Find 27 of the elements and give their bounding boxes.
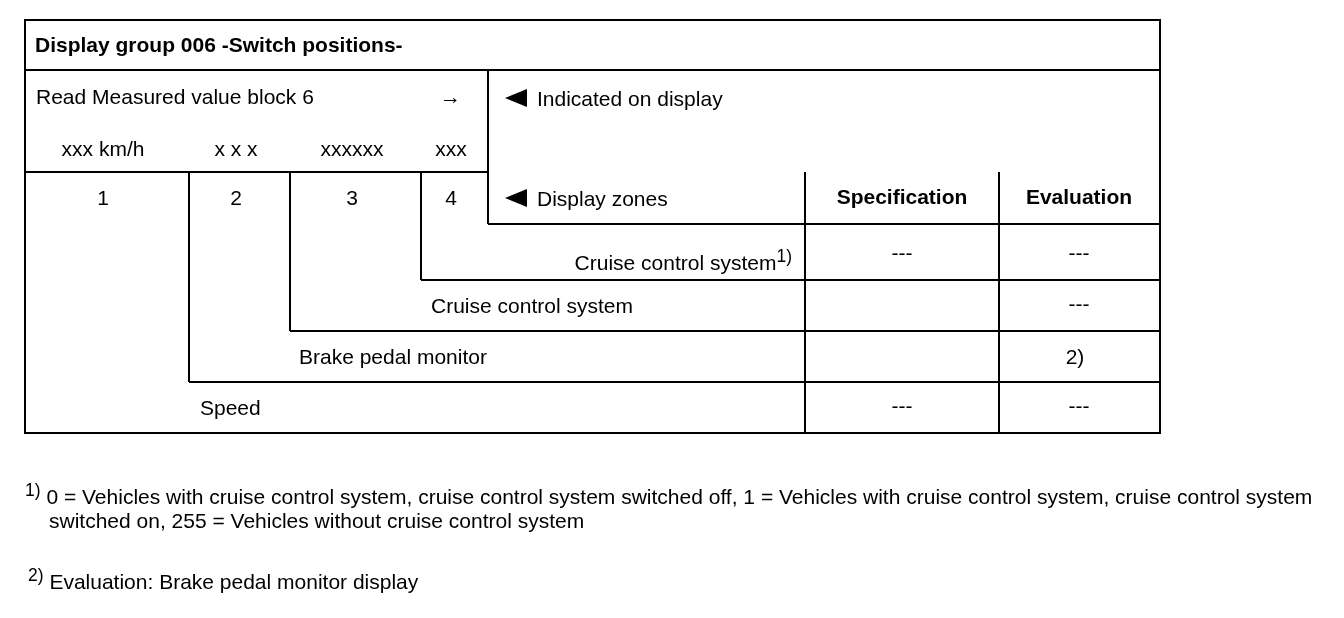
column-number: 1 (97, 186, 109, 210)
cell-text: Indicated on display (537, 87, 723, 111)
footnote: $^{2)}$ Evaluation: Brake pedal monitor display (28, 564, 419, 594)
column-header: Evaluation (1025, 185, 1133, 209)
cell-text: --- (1068, 394, 1090, 418)
column-number: 4 (445, 186, 457, 210)
cell-text: Brake pedal monitor (299, 345, 487, 369)
column-header: Specification (836, 185, 968, 209)
cell-text: --- (1068, 241, 1090, 265)
cell-text: Display zones (537, 187, 668, 211)
cell-text: --- (891, 241, 913, 265)
cell-text: --- (891, 394, 913, 418)
cell-text: Cruise control system (431, 294, 633, 318)
cell-text: --- (1068, 292, 1090, 316)
column-number: 3 (346, 186, 358, 210)
cell-text: xxxxxx (320, 137, 384, 161)
cell-text: Speed (200, 396, 261, 420)
cell-text: Read Measured value block 6 (36, 85, 314, 109)
cell-text: xxx km/h (61, 137, 145, 161)
cell-text: Cruise control system$^{1)}$ (574, 245, 792, 275)
footnote: $^{1)}$ 0 = Vehicles with cruise control system, cruise control system switched off, 1 = Vehicles with cruise control system, cruise control system switched on, 255 = Vehicles without cruise control system (25, 479, 1314, 533)
cell-text: xxx (435, 137, 467, 161)
cell-text: 2) (1065, 345, 1085, 369)
arrow-symbol: → (440, 85, 461, 109)
column-number: 2 (230, 186, 242, 210)
table-title: Display group 006 -Switch positions- (35, 33, 403, 57)
cell-text: x x x (214, 137, 258, 161)
